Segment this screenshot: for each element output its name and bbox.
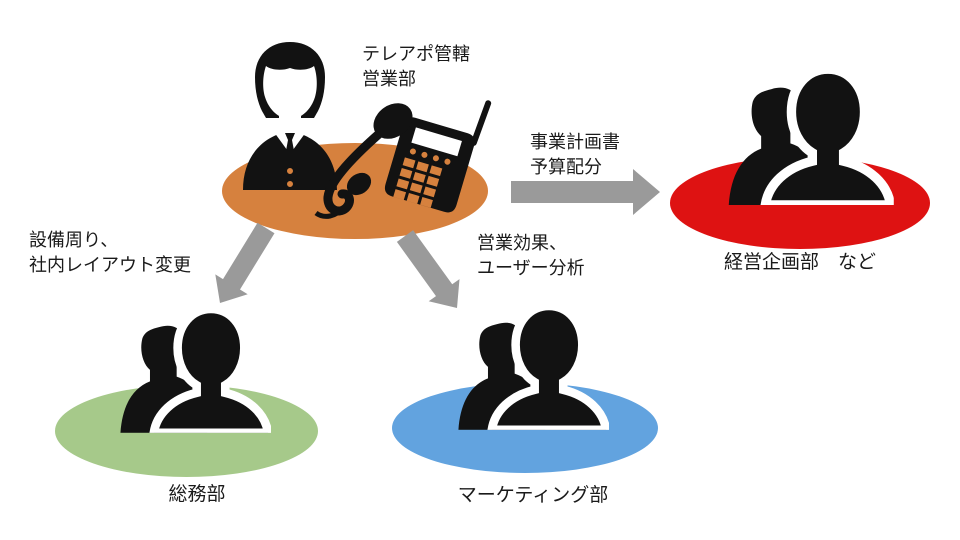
sales-dept-label: テレアポ管轄 営業部: [362, 42, 470, 92]
phone-body: [384, 117, 475, 213]
businessman-icon: [243, 42, 337, 190]
sales-dept-label-line1: テレアポ管轄: [362, 44, 470, 64]
arrow-to-soumu: [215, 222, 275, 303]
phone-handset-handle: [323, 128, 385, 216]
people-group-icon: [716, 64, 894, 205]
arrow-label-keiei: 事業計画書 予算配分: [530, 130, 620, 180]
marketing-dept-label: マーケティング部: [457, 485, 609, 506]
arrow-label-keiei-line2: 予算配分: [530, 157, 602, 177]
keiei-dept-label: 経営企画部 など: [723, 252, 876, 273]
desk-phone-icon: [314, 100, 492, 219]
businessman-neck: [279, 114, 301, 132]
phone-cord: [314, 205, 346, 219]
arrow-label-soumu-line1: 設備周り、: [29, 230, 119, 250]
phone-handset-mouthpiece: [346, 172, 372, 196]
arrow-label-marketing-line2: ユーザー分析: [477, 258, 585, 278]
arrow-label-marketing: 営業効果、 ユーザー分析: [477, 231, 585, 281]
arrow-label-soumu-line2: 社内レイアウト変更: [29, 255, 191, 275]
arrow-label-keiei-line1: 事業計画書: [530, 132, 620, 152]
businessman-tie: [285, 133, 295, 163]
businessman-face: [263, 66, 317, 119]
people-group-icon: [447, 301, 609, 430]
sales-dept-label-line2: 営業部: [362, 69, 416, 89]
phone-handset-earpiece: [373, 103, 413, 139]
arrow-label-soumu: 設備周り、 社内レイアウト変更: [29, 228, 191, 278]
arrow-label-marketing-line1: 営業効果、: [477, 233, 567, 253]
arrow-to-keiei: [511, 169, 660, 215]
phone-antenna: [470, 100, 492, 146]
people-group-icon: [109, 304, 271, 433]
soumu-dept-label: 総務部: [168, 484, 226, 505]
arrow-to-marketing: [396, 230, 460, 308]
